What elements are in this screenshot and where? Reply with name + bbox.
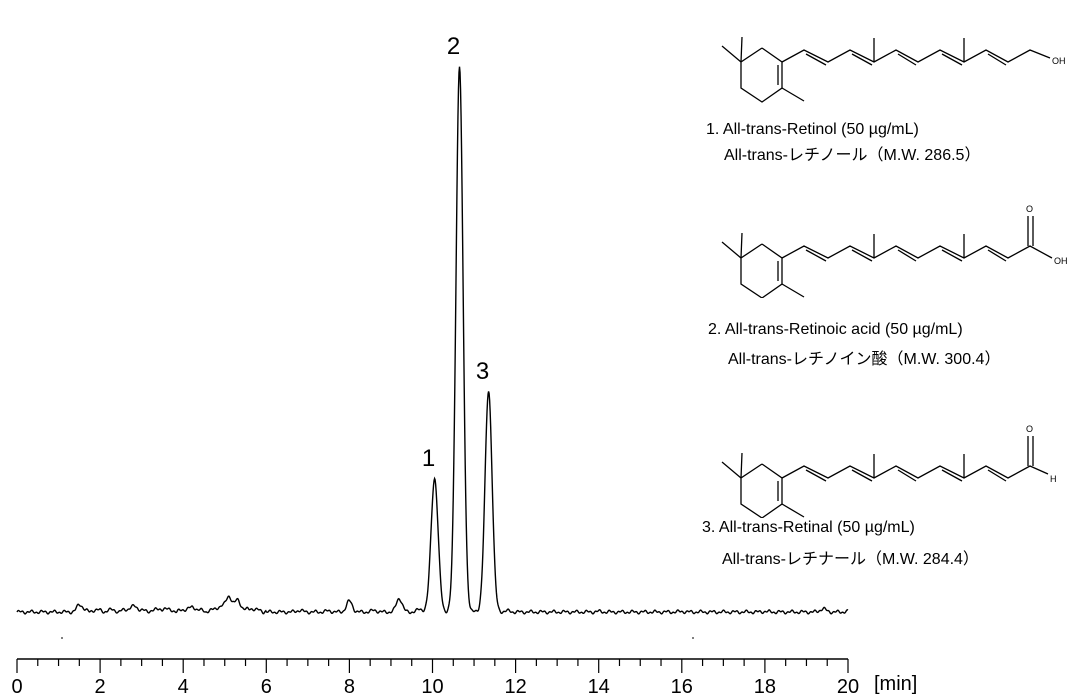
x-tick-label: 6	[261, 676, 272, 696]
retinal-structure: O H	[721, 424, 1057, 518]
peak-label: 1	[422, 445, 435, 472]
compound-name: 3. All-trans-Retinal (50 µg/mL)	[702, 519, 915, 536]
compound-jp-name: All-trans-レチノイン酸（M.W. 300.4）	[728, 351, 1001, 368]
compound-3: O H 3. All-trans-Retinal (50 µg/mL) All-…	[700, 418, 1083, 570]
x-tick-label: 0	[11, 676, 22, 696]
carbonyl-o-label: O	[1026, 424, 1033, 434]
x-tick-label: 16	[671, 676, 693, 696]
compound-jp-name: All-trans-レチノール（M.W. 286.5）	[724, 147, 981, 164]
x-axis: 0 2 4 6 8 10 12 14 16 18 20 [min]	[11, 658, 917, 696]
trace-layer	[16, 66, 849, 639]
compound-1: OH 1. All-trans-Retinol (50 µg/mL) All-t…	[700, 4, 1083, 166]
h-atom-label: H	[1050, 474, 1057, 484]
carbonyl-o-label: O	[1026, 204, 1033, 214]
x-tick-label: 2	[95, 676, 106, 696]
peak-label: 2	[447, 33, 460, 60]
retinoic-acid-structure: O OH	[721, 204, 1068, 298]
x-tick-label: 8	[344, 676, 355, 696]
x-tick-label: 10	[421, 676, 443, 696]
x-tick-label: 14	[588, 676, 610, 696]
peak-labels: 1 2 3	[422, 33, 489, 472]
oh-group-label: OH	[1054, 256, 1068, 266]
x-tick-label: 12	[504, 676, 526, 696]
compound-jp-name: All-trans-レチナール（M.W. 284.4）	[722, 551, 979, 568]
peak-label: 3	[476, 358, 489, 385]
oh-group-label: OH	[1052, 56, 1066, 66]
x-tick-label: 4	[178, 676, 189, 696]
compound-name: 2. All-trans-Retinoic acid (50 µg/mL)	[708, 321, 963, 338]
retinol-structure: OH	[721, 36, 1066, 103]
x-tick-label: 20	[837, 676, 859, 696]
series-trace	[16, 66, 849, 615]
compound-name: 1. All-trans-Retinol (50 µg/mL)	[706, 121, 919, 138]
x-axis-unit-label: [min]	[874, 673, 917, 695]
x-tick-label: 18	[754, 676, 776, 696]
compound-2: O OH 2. All-trans-Retinoic acid (50 µg/m…	[700, 198, 1083, 370]
